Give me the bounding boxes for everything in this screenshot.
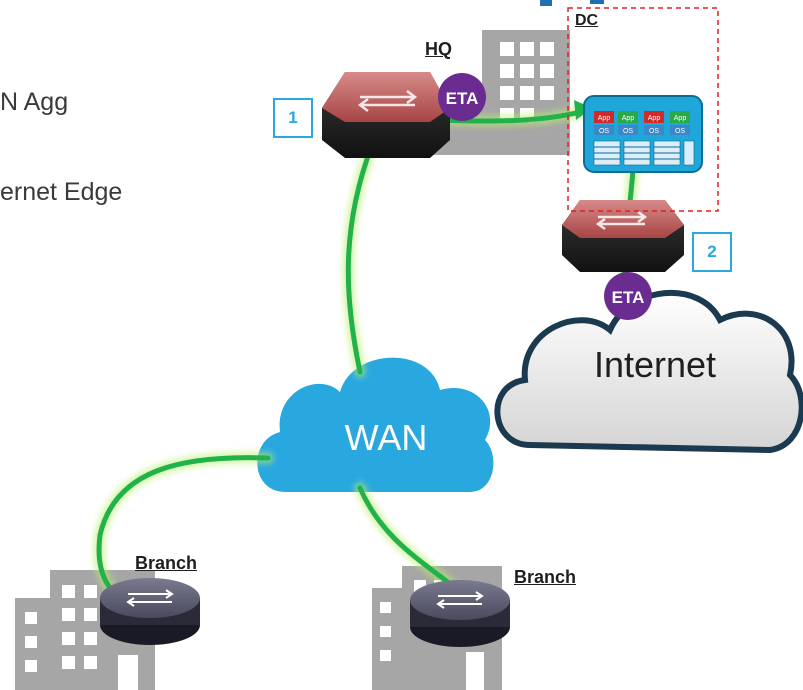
server-app-label: App — [674, 115, 687, 122]
wan-cloud-label: WAN — [345, 417, 428, 458]
svg-text:ETA: ETA — [446, 89, 479, 108]
wan-cloud — [257, 357, 494, 492]
internet-cloud — [494, 289, 803, 454]
cropped-title-fragment — [540, 0, 604, 6]
internet-cloud-label: Internet — [594, 344, 716, 385]
server-app-label: App — [622, 115, 635, 122]
branch-label-right: Branch — [514, 567, 577, 587]
dc-server: App App App App OS OS OS OS — [583, 95, 703, 173]
eta-badge-hq: ETA — [438, 73, 486, 121]
server-app-label: App — [598, 115, 611, 122]
branch-router-right — [410, 580, 510, 647]
side-list-item-wan-agg: N Agg — [0, 88, 69, 116]
server-os-label: OS — [675, 128, 685, 135]
branch-label-left: Branch — [135, 553, 198, 573]
server-os-label: OS — [623, 128, 633, 135]
hq-router — [322, 72, 450, 158]
dc-router — [562, 200, 684, 272]
callout-1: 1 — [273, 98, 313, 138]
dc-boundary — [567, 7, 719, 212]
eta-badge-dc: ETA — [604, 272, 652, 320]
branch-router-left — [100, 578, 200, 645]
callout-2: 2 — [692, 232, 732, 272]
server-os-label: OS — [599, 128, 609, 135]
hq-label: HQ — [425, 39, 452, 59]
server-app-label: App — [648, 115, 661, 122]
dc-label: DC — [575, 12, 599, 29]
server-os-label: OS — [649, 128, 659, 135]
svg-text:ETA: ETA — [612, 288, 645, 307]
side-list-item-internet-edge: ernet Edge — [0, 178, 123, 206]
